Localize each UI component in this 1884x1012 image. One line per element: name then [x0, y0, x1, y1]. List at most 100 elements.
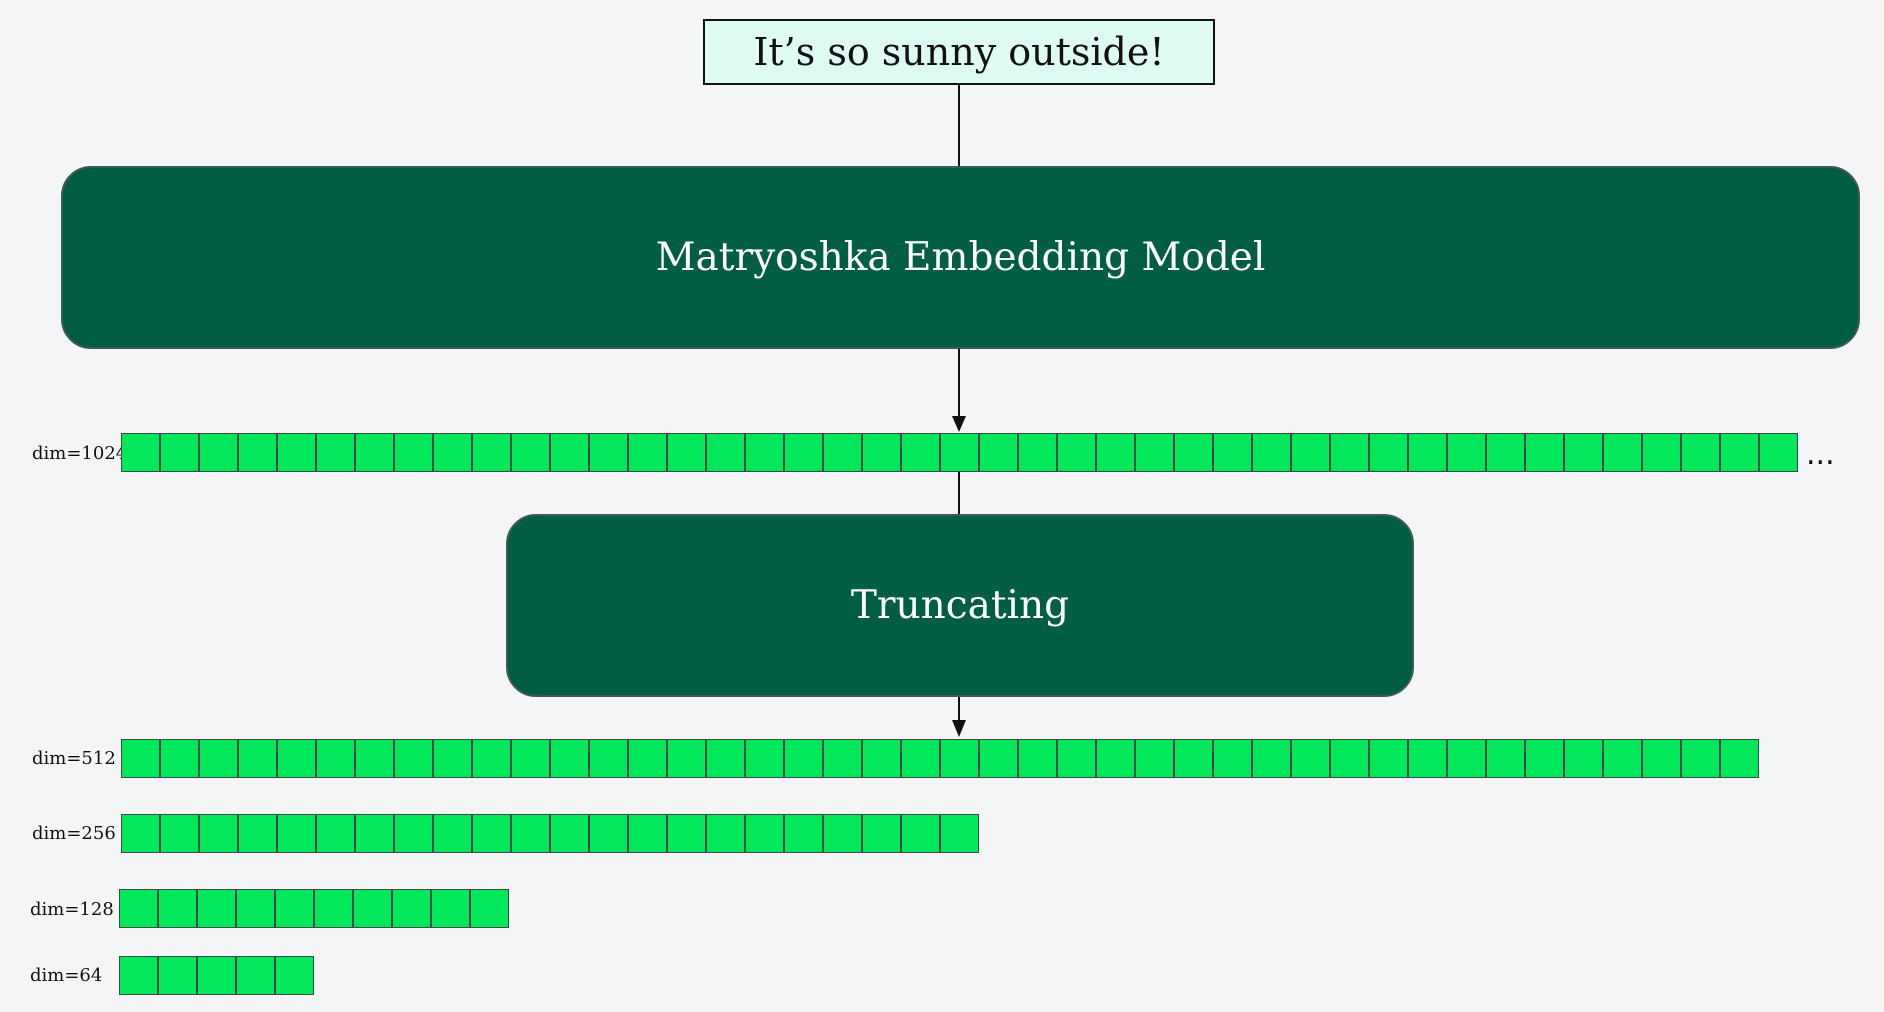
vector-cell — [1096, 739, 1135, 778]
vector-cell — [433, 433, 472, 472]
vector-cell — [1408, 433, 1447, 472]
vector-cell — [158, 956, 197, 995]
vector-cell — [394, 814, 433, 853]
vector-cell — [979, 433, 1018, 472]
vector-cell — [745, 433, 784, 472]
vector-cell — [1135, 433, 1174, 472]
vector-cell — [550, 433, 589, 472]
vector-cell — [784, 739, 823, 778]
vector-label-256: dim=256 — [32, 823, 116, 844]
vector-cell — [1603, 739, 1642, 778]
vector-cell — [823, 739, 862, 778]
vector-cell — [1564, 739, 1603, 778]
vector-cell — [511, 433, 550, 472]
vector-cell — [1096, 433, 1135, 472]
vector-cell — [706, 814, 745, 853]
vector-cell — [277, 739, 316, 778]
vector-cell — [823, 433, 862, 472]
vector-cell — [589, 433, 628, 472]
vector-1024 — [121, 433, 1798, 472]
vector-cell — [1018, 739, 1057, 778]
ellipsis-icon: ... — [1806, 437, 1835, 472]
vector-cell — [1330, 433, 1369, 472]
vector-cell — [1174, 433, 1213, 472]
vector-cell — [236, 956, 275, 995]
vector-cell — [1252, 433, 1291, 472]
vector-cell — [238, 814, 277, 853]
vector-cell — [784, 814, 823, 853]
vector-cell — [160, 814, 199, 853]
vector-cell — [394, 739, 433, 778]
vector-cell — [745, 739, 784, 778]
vector-label-64: dim=64 — [30, 965, 103, 986]
vector-cell — [1057, 433, 1096, 472]
vector-cell — [862, 433, 901, 472]
vector-cell — [862, 814, 901, 853]
vector-cell — [1018, 433, 1057, 472]
vector-cell — [275, 956, 314, 995]
vector-cell — [472, 814, 511, 853]
truncating-to-vector-arrowhead — [952, 720, 966, 737]
vector-cell — [1759, 433, 1798, 472]
vector-cell — [1057, 739, 1096, 778]
vector-cell — [277, 814, 316, 853]
vector-cell — [1525, 433, 1564, 472]
vector-cell — [1252, 739, 1291, 778]
vector-cell — [472, 739, 511, 778]
vector-cell — [197, 889, 236, 928]
vector-cell — [1135, 739, 1174, 778]
vector-cell — [1642, 739, 1681, 778]
vector-cell — [511, 739, 550, 778]
vector-cell — [1720, 739, 1759, 778]
vector-cell — [199, 814, 238, 853]
vector-cell — [589, 814, 628, 853]
vector-cell — [1603, 433, 1642, 472]
vector-cell — [706, 739, 745, 778]
vector-cell — [470, 889, 509, 928]
vector-cell — [628, 739, 667, 778]
vector-cell — [940, 739, 979, 778]
vector-cell — [199, 739, 238, 778]
vector-cell — [316, 814, 355, 853]
vector-cell — [316, 739, 355, 778]
vector-cell — [433, 739, 472, 778]
vector-label-512: dim=512 — [32, 748, 116, 769]
vector-cell — [1330, 739, 1369, 778]
vector-cell — [511, 814, 550, 853]
vector-cell — [901, 814, 940, 853]
vector-cell — [1486, 739, 1525, 778]
vector-cell — [314, 889, 353, 928]
vector-cell — [1642, 433, 1681, 472]
vector-cell — [355, 433, 394, 472]
vector-cell — [628, 433, 667, 472]
vector-cell — [121, 433, 160, 472]
vector-cell — [392, 889, 431, 928]
vector-cell — [1681, 739, 1720, 778]
vector-cell — [238, 739, 277, 778]
vector-cell — [550, 814, 589, 853]
vector-cell — [784, 433, 823, 472]
vector-cell — [667, 433, 706, 472]
vector-cell — [158, 889, 197, 928]
vector-cell — [1291, 739, 1330, 778]
vector-cell — [1564, 433, 1603, 472]
vector-cell — [121, 739, 160, 778]
vector-cell — [472, 433, 511, 472]
input-sentence-box: It’s so sunny outside! — [703, 19, 1215, 85]
vector-cell — [901, 433, 940, 472]
vector-cell — [1369, 739, 1408, 778]
vector-cell — [119, 956, 158, 995]
vector-cell — [277, 433, 316, 472]
vector-cell — [940, 433, 979, 472]
vector-cell — [745, 814, 784, 853]
vector-cell — [355, 814, 394, 853]
vector-cell — [1447, 433, 1486, 472]
vector-cell — [1408, 739, 1447, 778]
vector-cell — [160, 739, 199, 778]
vector-cell — [589, 739, 628, 778]
vector-cell — [121, 814, 160, 853]
vector-cell — [667, 814, 706, 853]
truncating-block: Truncating — [506, 514, 1414, 697]
vector-cell — [1213, 739, 1252, 778]
